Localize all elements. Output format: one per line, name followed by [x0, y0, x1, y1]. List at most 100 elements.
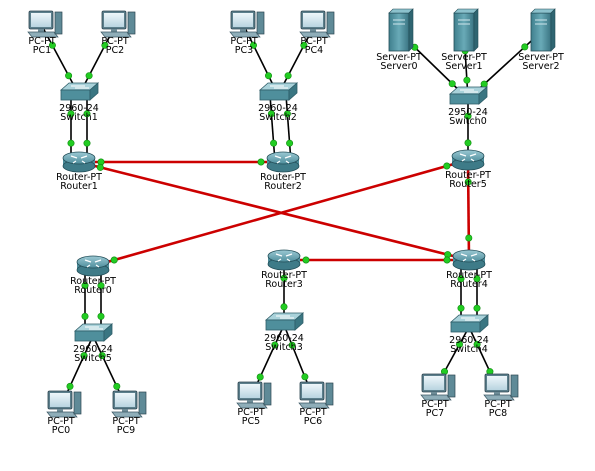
port-status-light — [464, 178, 472, 186]
pc-icon — [483, 373, 519, 401]
port-status-light — [280, 303, 288, 311]
device-name-label: PC0 — [52, 425, 70, 436]
switch-icon — [449, 314, 490, 333]
port-status-light — [302, 256, 310, 264]
device-model-label: PC-PT — [230, 36, 258, 47]
device-name-label: Router0 — [74, 285, 112, 296]
switch-icon — [258, 82, 299, 101]
port-status-light — [256, 373, 264, 381]
pc-icon — [298, 381, 334, 409]
port-status-light — [463, 76, 471, 84]
port-status-light — [67, 110, 75, 118]
serial-link-router1-router4[interactable] — [78, 160, 470, 262]
device-name-label: Switch5 — [74, 353, 111, 364]
device-name-label: PC3 — [235, 45, 253, 56]
port-status-light — [48, 41, 56, 49]
port-status-light — [455, 340, 463, 348]
device-model-label: 2960-24 — [449, 335, 489, 346]
device-name-label: Switch2 — [259, 112, 296, 123]
devices-layer: PC-PTPC1PC-PTPC2PC-PTPC3PC-PTPC4Server-P… — [27, 8, 564, 436]
ethernet-link-switch2-router2[interactable] — [269, 94, 276, 163]
device-model-label: Router-PT — [445, 170, 491, 181]
port-status-light — [457, 275, 465, 283]
port-status-light — [448, 80, 456, 88]
device-name-label: PC8 — [489, 408, 507, 419]
switch-icon — [448, 86, 489, 105]
port-status-light — [280, 274, 288, 282]
pc-icon — [229, 10, 265, 38]
port-status-light — [300, 41, 308, 49]
device-name-label: Server0 — [380, 61, 417, 72]
port-status-light — [66, 382, 74, 390]
device-name-label: Server1 — [445, 61, 482, 72]
device-model-label: PC-PT — [421, 399, 449, 410]
router-icon — [266, 151, 300, 173]
device-name-label: Router1 — [60, 181, 98, 192]
device-name-label: PC7 — [426, 408, 444, 419]
device-model-label: 2960-24 — [73, 344, 113, 355]
port-status-light — [250, 41, 258, 49]
port-status-light — [267, 110, 275, 118]
pc-icon — [111, 390, 147, 418]
port-status-light — [101, 41, 109, 49]
port-status-light — [85, 72, 93, 80]
serial-link-router5-router0[interactable] — [92, 158, 469, 268]
port-status-light — [473, 275, 481, 283]
router-icon — [451, 149, 485, 171]
device-name-label: Switch4 — [450, 344, 487, 355]
device-model-label: 2960-24 — [264, 333, 304, 344]
device-model-label: PC-PT — [484, 399, 512, 410]
device-model-label: PC-PT — [47, 416, 75, 427]
device-name-label: PC5 — [242, 416, 260, 427]
port-status-light — [464, 112, 472, 120]
port-status-light — [257, 158, 265, 166]
router-icon — [267, 249, 301, 271]
device-name-label: PC2 — [106, 45, 124, 56]
ethernet-link-switch2-router2[interactable] — [285, 94, 292, 163]
port-status-light — [270, 139, 278, 147]
switch-icon — [73, 323, 114, 342]
port-status-light — [473, 340, 481, 348]
device-name-label: Server2 — [522, 61, 559, 72]
pc-icon — [100, 10, 136, 38]
port-status-light — [283, 110, 291, 118]
device-model-label: PC-PT — [237, 407, 265, 418]
device-model-label: PC-PT — [101, 36, 129, 47]
serial-link-router5-router4[interactable] — [466, 159, 471, 261]
port-status-light — [83, 110, 91, 118]
device-model-label: Router-PT — [261, 270, 307, 281]
port-status-light — [443, 256, 451, 264]
port-status-light — [301, 373, 309, 381]
port-status-light — [480, 80, 488, 88]
port-status-light — [443, 162, 451, 170]
port-status-light — [113, 382, 121, 390]
port-status-light — [271, 341, 279, 349]
device-name-label: Switch1 — [60, 112, 97, 123]
